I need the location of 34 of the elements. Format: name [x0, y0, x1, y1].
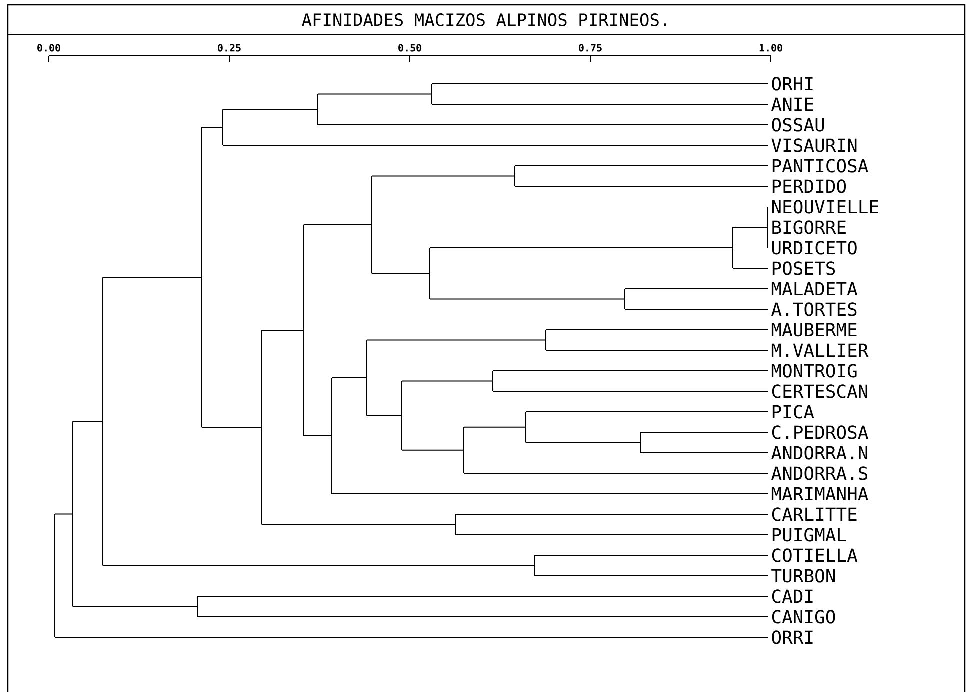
- leaf-label: VISAURIN: [772, 138, 857, 152]
- leaf-label: PANTICOSA: [772, 159, 868, 173]
- tick-label: 1.00: [760, 44, 782, 52]
- leaf-label: M.VALLIER: [772, 344, 869, 358]
- leaf-label: MONTROIG: [772, 364, 857, 378]
- leaf-label: COTIELLA: [772, 548, 858, 562]
- leaf-label: PERDIDO: [772, 180, 846, 194]
- leaf-label: POSETS: [772, 262, 836, 276]
- leaf-label: MAUBERME: [772, 323, 857, 337]
- tick-label: 0.25: [218, 44, 241, 52]
- leaf-label: TURBON: [772, 569, 835, 583]
- tick-label: 0.00: [38, 44, 60, 52]
- leaf-label: ORRI: [772, 630, 813, 644]
- leaf-label: ANIE: [772, 98, 814, 112]
- leaf-label: ORHI: [772, 77, 813, 91]
- leaf-label: PICA: [772, 405, 814, 419]
- leaf-label: URDICETO: [772, 241, 857, 255]
- leaf-label: CANIGO: [772, 610, 836, 624]
- leaf-label: ANDORRA.N: [772, 446, 868, 460]
- leaf-label: CADI: [772, 590, 813, 604]
- leaf-label: MALADETA: [772, 282, 858, 296]
- leaf-label: A.TORTES: [772, 302, 857, 316]
- leaf-label: ANDORRA.S: [772, 466, 868, 480]
- leaf-label: NEOUVIELLE: [772, 200, 878, 214]
- tick-label: 0.50: [398, 44, 422, 52]
- leaf-label: CARLITTE: [772, 508, 857, 522]
- leaf-label: BIGORRE: [772, 220, 846, 234]
- leaf-label: CERTESCAN: [772, 384, 868, 398]
- leaf-label: MARIMANHA: [772, 487, 868, 501]
- leaf-label: C.PEDROSA: [772, 426, 868, 440]
- tick-label: 0.75: [579, 44, 602, 52]
- leaf-label: OSSAU: [772, 118, 824, 132]
- leaf-label: PUIGMAL: [772, 528, 846, 542]
- title: AFINIDADES MACIZOS ALPINOS PIRINEOS.: [302, 14, 666, 26]
